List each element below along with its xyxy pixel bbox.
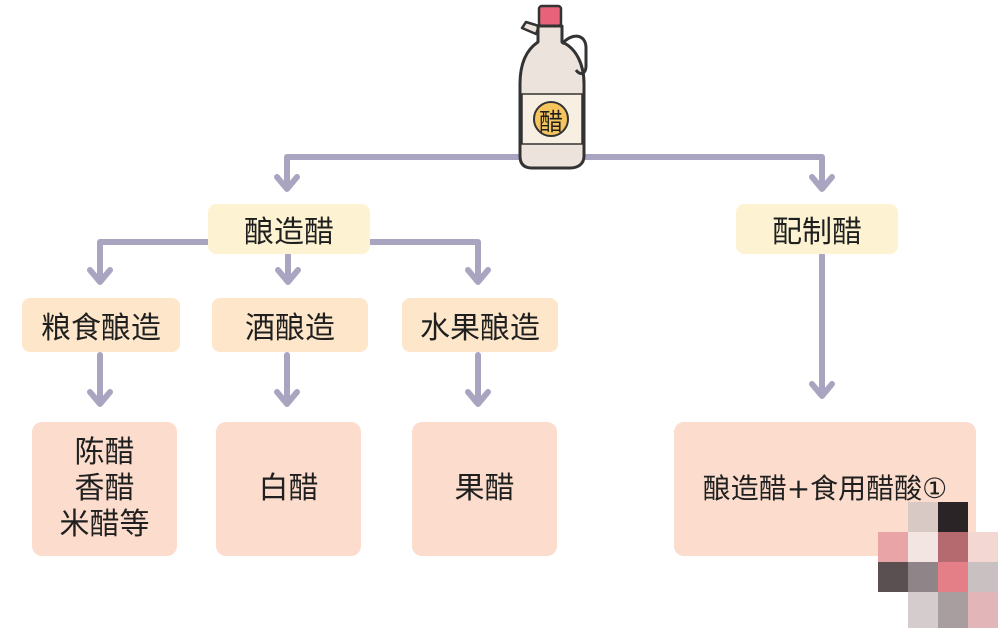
subcategory-fruit-brewed: 水果酿造 — [402, 298, 558, 352]
arrowhead — [275, 267, 301, 285]
subcategory-alcohol-label: 酒酿造 — [245, 311, 335, 346]
arrowhead — [274, 389, 300, 407]
subcategory-alcohol-brewed: 酒酿造 — [212, 298, 368, 352]
leaf-blended-item: 酿造醋+食用醋酸① — [702, 472, 948, 505]
category-brewed-vinegar: 酿造醋 — [208, 204, 370, 254]
subcategory-fruit-label: 水果酿造 — [420, 311, 540, 346]
arrowhead — [465, 389, 491, 407]
arrowhead — [87, 389, 113, 407]
arrowhead — [87, 267, 113, 285]
arrowhead — [465, 267, 491, 285]
category-blended-vinegar: 配制醋 — [736, 204, 898, 254]
connector-top-right — [575, 154, 825, 188]
leaf-grain-vinegars: 陈醋 香醋 米醋等 — [32, 422, 177, 556]
leaf-grain-item: 陈醋 — [74, 435, 135, 470]
leaf-fruit-vinegar: 果醋 — [412, 422, 557, 556]
category-brewed-label: 酿造醋 — [244, 215, 334, 250]
leaf-white-vinegar: 白醋 — [216, 422, 361, 556]
bottle-label: 醋 — [539, 107, 563, 136]
subcategory-grain-brewed: 粮食酿造 — [22, 298, 180, 352]
bottle-badge: 醋 — [533, 101, 569, 137]
category-blended-label: 配制醋 — [772, 215, 862, 250]
subcategory-grain-label: 粮食酿造 — [41, 311, 161, 346]
leaf-fruit-item: 果醋 — [454, 471, 515, 506]
pixelated-watermark — [878, 502, 998, 628]
arrowhead — [274, 174, 300, 192]
vinegar-bottle-icon — [518, 4, 588, 170]
leaf-alcohol-item: 白醋 — [258, 471, 319, 506]
leaf-grain-item: 米醋等 — [59, 507, 150, 542]
connector-brewed-right — [365, 239, 481, 281]
connector-brewed-left — [97, 239, 213, 281]
leaf-grain-item: 香醋 — [74, 471, 135, 506]
connector-top-left — [284, 154, 543, 188]
arrowhead — [809, 381, 835, 399]
arrowhead — [809, 174, 835, 192]
